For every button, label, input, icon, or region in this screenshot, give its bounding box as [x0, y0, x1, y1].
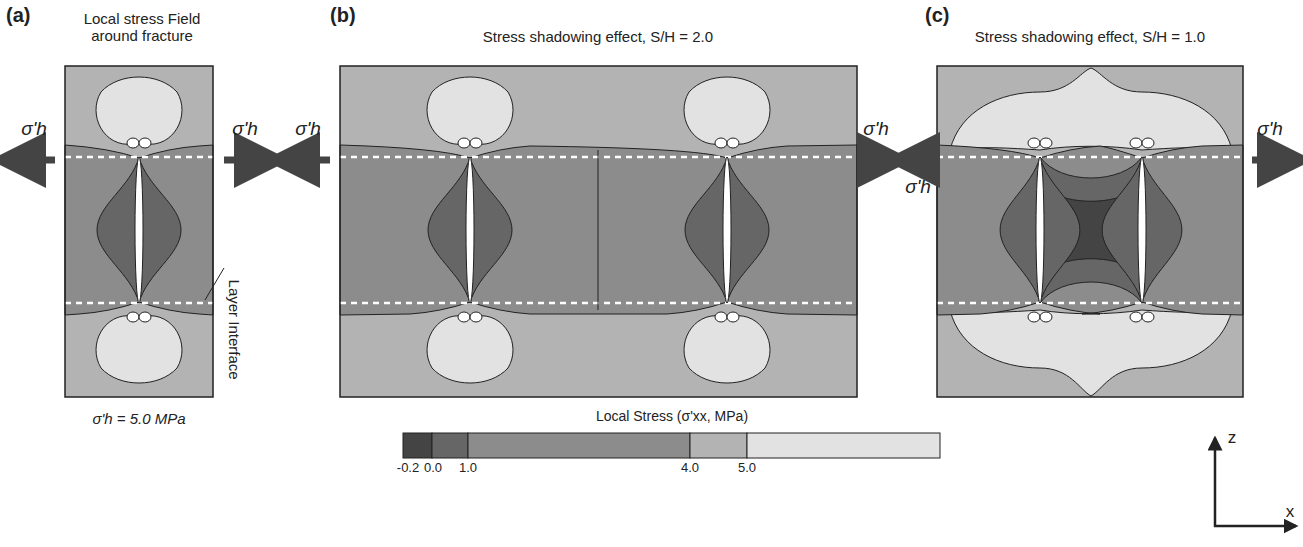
stress-symbol: σ'h: [1257, 118, 1283, 140]
panel-c: [937, 66, 1243, 397]
tick-label: 5.0: [738, 461, 756, 476]
stress-symbol: σ'h: [905, 176, 931, 198]
tick-label: 4.0: [681, 461, 699, 476]
tensile-lobe: [96, 316, 182, 383]
panel-title: Local stress Field around fracture: [80, 10, 205, 45]
panel-letter: (a): [6, 4, 30, 27]
panel-title: Stress shadowing effect, S/H = 1.0: [975, 28, 1205, 45]
tensile-lobe: [684, 316, 770, 383]
stress-symbol: σ'h: [232, 118, 258, 140]
fracture: [1036, 157, 1044, 303]
stress-value: σ'h = 5.0 MPa: [92, 410, 185, 427]
fracture: [466, 157, 474, 303]
colorbar-title: Local Stress (σ'xx, MPa): [596, 408, 748, 424]
load-arrows: [18, 157, 1285, 164]
layer-band: [340, 145, 857, 315]
panel-letter: (c): [925, 4, 949, 27]
tensile-lobe: [950, 310, 1232, 396]
panel-letter: (b): [330, 4, 356, 27]
callout-label: Layer Interface: [225, 280, 242, 380]
stress-symbol: σ'h: [21, 118, 47, 140]
compressive-zone: [97, 157, 181, 303]
color-bar: [403, 433, 940, 458]
panel-b: [340, 66, 857, 397]
layer-interface: [937, 302, 1243, 305]
tensile-lobe: [427, 316, 513, 383]
stress-symbol: σ'h: [295, 118, 321, 140]
axis-label: x: [1286, 502, 1295, 522]
tick-label: -0.2: [397, 461, 419, 476]
compressive-zone: [428, 157, 512, 303]
layer-band: [937, 145, 1243, 315]
fracture: [723, 157, 731, 303]
axis-label: z: [1228, 428, 1237, 448]
fracture: [1138, 157, 1146, 303]
compressive-zone: [1102, 157, 1182, 303]
layer-band: [65, 145, 213, 315]
fracture: [135, 157, 143, 303]
compressive-zone: [1000, 157, 1080, 303]
stress-symbol: σ'h: [863, 118, 889, 140]
compressive-zone: [685, 157, 769, 303]
tensile-lobe: [684, 77, 770, 144]
tick-label: 1.0: [459, 461, 477, 476]
layer-interface: [937, 156, 1243, 159]
panel-title: Stress shadowing effect, S/H = 2.0: [483, 28, 713, 45]
tensile-lobe: [96, 77, 182, 144]
tensile-lobe: [427, 77, 513, 144]
panel-a: [65, 66, 213, 397]
axes: [1214, 438, 1296, 527]
tick-label: 0.0: [424, 461, 442, 476]
tensile-lobe: [950, 68, 1232, 150]
